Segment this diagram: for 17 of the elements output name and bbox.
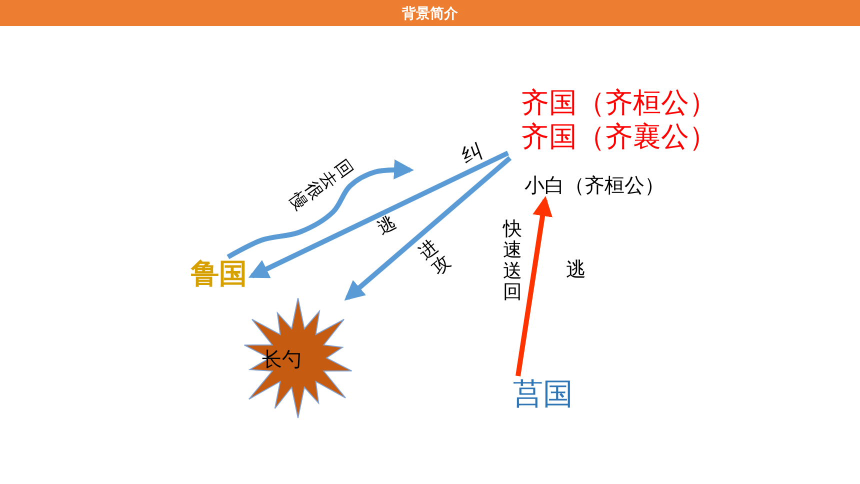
note-label: 纠 <box>458 139 486 170</box>
edge-label: 快速送回 <box>503 220 522 304</box>
place-name: 齐国（齐襄公） <box>520 120 718 154</box>
arrow <box>248 150 510 278</box>
edge-label: 回去很慢 <box>285 156 356 214</box>
arrow <box>226 159 414 260</box>
note-label: 逃 <box>566 258 586 283</box>
edge-label: 逃 <box>374 212 400 239</box>
place-name: 鲁国 <box>190 257 248 291</box>
edge-label: 进攻 <box>415 236 455 279</box>
arrow <box>516 196 552 376</box>
place-label: 长勺 <box>261 348 303 372</box>
place-name: 小白（齐桓公） <box>524 174 666 199</box>
place-name: 齐国（齐桓公） <box>520 86 718 120</box>
arrow <box>344 156 512 301</box>
place-name: 莒国 <box>512 377 574 413</box>
title: 背景简介 <box>400 4 459 22</box>
